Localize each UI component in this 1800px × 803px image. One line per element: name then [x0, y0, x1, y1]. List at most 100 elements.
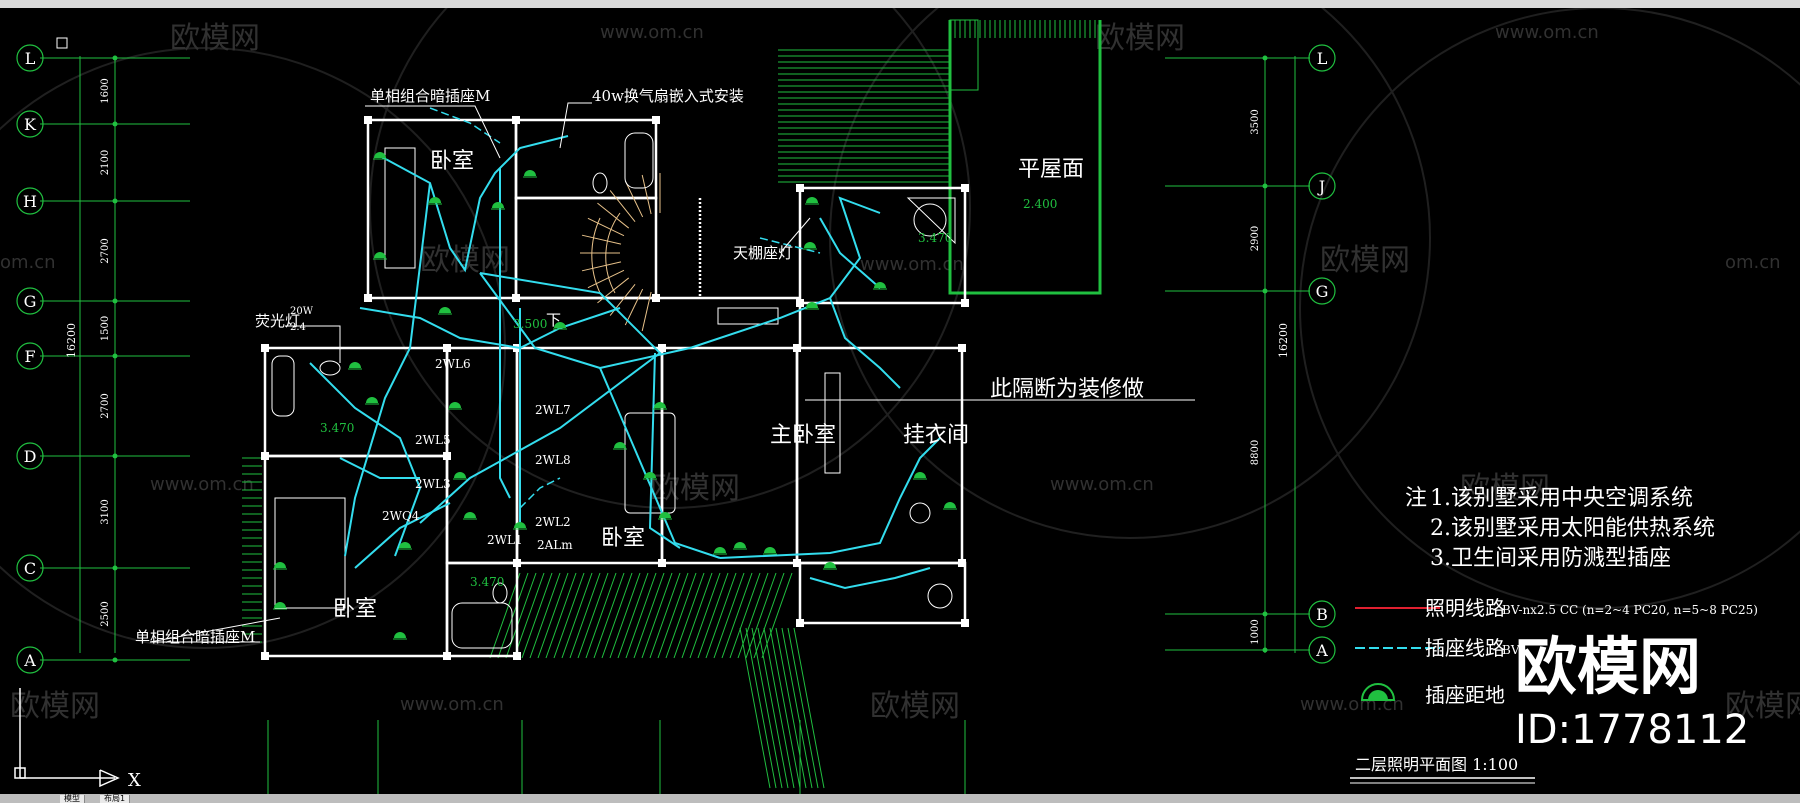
column [961, 184, 969, 192]
axis-bubble [16, 44, 44, 72]
axis-dimension: 2700 [100, 238, 111, 263]
socket-symbol [514, 522, 526, 528]
socket-symbol [399, 542, 411, 548]
axis-dimension: 1600 [100, 78, 111, 103]
column [364, 116, 372, 124]
socket-symbol [804, 242, 816, 248]
watermark-brand: 欧模网 [1320, 243, 1410, 278]
watermark-stamp: 欧模网 ID:1778112 [1515, 630, 1749, 753]
label-exhaust-fan: 40w换气扇嵌入式安装 [592, 87, 744, 105]
column [261, 344, 269, 352]
watermark-brand: 欧模网 [1725, 689, 1800, 724]
column [652, 116, 660, 124]
legend: 照明线路 BV-nx2.5 CC (n=2~4 PC20, n=5~8 PC25… [1355, 596, 1758, 707]
socket-symbol [654, 402, 666, 408]
axis-label: B [1316, 605, 1328, 624]
label-socket-top: 单相组合暗插座M [370, 87, 490, 105]
legend-lighting-spec: BV-nx2.5 CC (n=2~4 PC20, n=5~8 PC25) [1502, 603, 1758, 617]
notes-prefix: 注 [1405, 486, 1427, 511]
structural-columns [261, 116, 969, 660]
label-fluorescent: 荧光灯 [255, 312, 300, 330]
left-total-dim: 16200 [65, 323, 78, 358]
watermark-url: om.cn [1725, 252, 1781, 273]
column [364, 294, 372, 302]
socket-symbol [449, 402, 461, 408]
legend-height-label: 插座距地 [1425, 683, 1505, 707]
axis-dimension: 2700 [100, 393, 111, 418]
legend-lighting-label: 照明线路 [1425, 596, 1505, 620]
title-strip [0, 0, 1800, 8]
watermark-brand: 欧模网 [1460, 471, 1550, 506]
column [512, 116, 520, 124]
tab-layout[interactable]: 布局1 [100, 795, 131, 803]
watermark-url: www.om.cn [1300, 694, 1404, 715]
socket-symbol [554, 322, 566, 328]
column [261, 452, 269, 460]
socket-symbol [874, 282, 886, 288]
axis-bubble [16, 646, 44, 674]
circuit-label: 2WQ4 [382, 509, 420, 523]
circuit-label: 2WL2 [535, 515, 571, 529]
design-notes: 注 1.该别墅采用中央空调系统 2.该别墅采用太阳能供热系统 3.卫生间采用防溅… [1405, 486, 1715, 571]
circuit-label: 2ALm [537, 538, 573, 552]
column [958, 559, 966, 567]
watermark-big-brand: 欧模网 [1515, 630, 1701, 703]
column [513, 559, 521, 567]
socket-symbol [764, 547, 776, 553]
label-fluorescent-watt: 20W [290, 306, 314, 317]
axis-bubble [1308, 277, 1336, 305]
socket-symbol [464, 512, 476, 518]
socket-symbol [806, 302, 818, 308]
axis-bubble [16, 342, 44, 370]
column [793, 344, 801, 352]
circuit-label: 2WL8 [535, 453, 571, 467]
watermark-url: www.om.cn [860, 254, 964, 275]
watermark-brand: 欧模网 [420, 243, 510, 278]
socket-symbol [439, 307, 451, 313]
watermark-url: www.om.cn [150, 474, 254, 495]
ucs-origin-marker [56, 37, 68, 49]
column [261, 652, 269, 660]
elevation-label: 3.470 [470, 575, 504, 589]
label-fluorescent-sub: 2.4 [290, 322, 306, 333]
legend-socket-label: 插座线路 [1425, 636, 1505, 660]
note-item: 2.该别墅采用太阳能供热系统 [1430, 516, 1715, 541]
socket-symbol [492, 202, 504, 208]
socket-symbol [274, 602, 286, 608]
axis-label: G [24, 292, 37, 311]
socket-symbol [374, 152, 386, 158]
axis-dimension: 2100 [100, 150, 111, 175]
socket-symbol [366, 397, 378, 403]
column [512, 294, 520, 302]
legend-socket-spec: BV- [1502, 643, 1522, 657]
socket-symbol [524, 170, 536, 176]
axis-label: A [1315, 641, 1328, 660]
watermark-brand: 欧模网 [10, 689, 100, 724]
ucs-axis-icon: X [14, 688, 141, 791]
axis-label: F [24, 347, 35, 366]
elevation-label: 3.500 [513, 317, 547, 331]
axis-label: G [1316, 282, 1329, 301]
room-bedroom-bottom: 卧室 [333, 597, 377, 622]
tab-model[interactable]: 模型 [60, 795, 85, 803]
column [793, 559, 801, 567]
circuit-label: 2WL6 [435, 357, 471, 371]
watermark-url: www.om.cn [400, 694, 504, 715]
watermark-url: www.om.cn [600, 22, 704, 43]
watermark-brand: 欧模网 [650, 471, 740, 506]
socket-symbols [273, 152, 957, 640]
axis-bubble [1308, 44, 1336, 72]
spiral-stair [580, 173, 661, 332]
socket-symbol [374, 252, 386, 258]
column [443, 452, 451, 460]
axis-label: H [23, 192, 37, 211]
watermark-url: om.cn [0, 252, 56, 273]
elevation-label: 3.470 [918, 231, 952, 245]
axis-label: D [24, 447, 37, 466]
column [658, 559, 666, 567]
axis-label: L [1317, 49, 1328, 68]
watermark-brand: 欧模网 [1095, 21, 1185, 56]
